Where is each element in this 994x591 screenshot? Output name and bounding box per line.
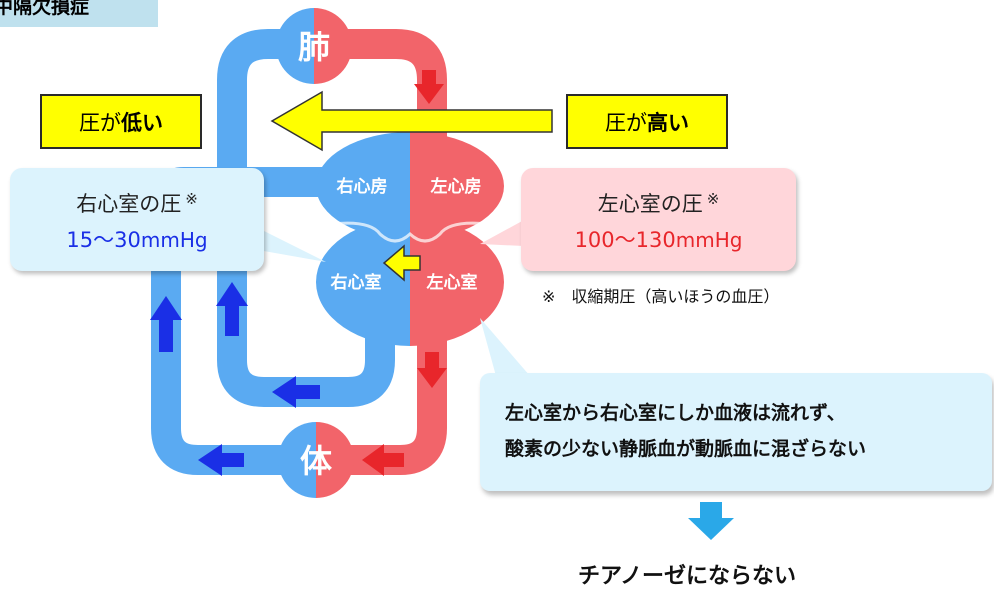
left-callout-unit: mmHg bbox=[675, 228, 743, 252]
body-label: 体 bbox=[300, 442, 332, 480]
lung-node bbox=[276, 8, 352, 84]
right-callout-unit: mmHg bbox=[140, 228, 208, 252]
right-callout-value: 15〜30 bbox=[66, 228, 141, 252]
pressure-low-prefix: 圧が bbox=[79, 110, 121, 135]
arrow-up-blue-inner bbox=[216, 282, 248, 336]
left-callout-tail bbox=[480, 220, 524, 246]
left-atrium-label: 左心房 bbox=[431, 176, 482, 197]
explanation-tail bbox=[480, 318, 530, 376]
footnote: ※ 収縮期圧（高いほうの血圧） bbox=[542, 287, 780, 306]
lung-label: 肺 bbox=[298, 28, 330, 66]
right-ventricle-label: 右心室 bbox=[331, 272, 382, 293]
pressure-low-emphasis: 低い bbox=[121, 110, 163, 135]
explanation-box: 左心室から右心室にしか血液は流れず、 酸素の少ない静脈血が動脈血に混ざらない bbox=[480, 373, 992, 491]
pressure-high-emphasis: 高い bbox=[647, 110, 689, 135]
arrow-left-blue-bottom bbox=[198, 444, 244, 476]
right-callout-mark: ※ bbox=[185, 190, 198, 208]
shunt-arrow bbox=[382, 244, 421, 282]
pulmonary-artery-vessel bbox=[217, 29, 395, 407]
left-callout-value: 100〜130 bbox=[574, 228, 676, 252]
left-callout-title: 左心室の圧 bbox=[597, 192, 703, 216]
left-ventricle-pressure-callout: 左心室の圧※ 100〜130mmHg bbox=[521, 168, 796, 271]
heart bbox=[316, 132, 504, 346]
arrow-left-red-bottom bbox=[362, 444, 404, 476]
right-atrium-label: 右心房 bbox=[337, 176, 388, 197]
arrow-down-red-middle bbox=[417, 352, 447, 388]
arrow-up-blue-outer bbox=[150, 296, 182, 352]
result-text: チアノーゼにならない bbox=[578, 564, 797, 589]
right-callout-tail bbox=[258, 228, 326, 262]
left-ventricle-label: 左心室 bbox=[427, 272, 478, 293]
pressure-high-prefix: 圧が bbox=[605, 110, 647, 135]
right-callout-title: 右心室の圧 bbox=[76, 192, 182, 216]
explanation-line-2: 酸素の少ない静脈血が動脈血に混ざらない bbox=[505, 438, 867, 460]
pressure-low-box: 圧が低い bbox=[40, 94, 202, 149]
explanation-line-1: 左心室から右心室にしか血液は流れず、 bbox=[505, 402, 846, 424]
right-ventricle-pressure-callout: 右心室の圧※ 15〜30mmHg bbox=[10, 168, 264, 271]
diagram-heading: 中隔欠損症 bbox=[0, 0, 158, 27]
arrow-down-red-top bbox=[414, 70, 444, 104]
result-arrow bbox=[688, 502, 734, 540]
heading-text: 中隔欠損症 bbox=[0, 0, 90, 18]
arrow-left-blue-inner bbox=[272, 376, 320, 408]
pressure-gradient-arrow bbox=[270, 90, 553, 152]
body-node bbox=[278, 422, 354, 498]
pressure-high-box: 圧が高い bbox=[566, 94, 728, 149]
left-callout-mark: ※ bbox=[706, 190, 720, 208]
